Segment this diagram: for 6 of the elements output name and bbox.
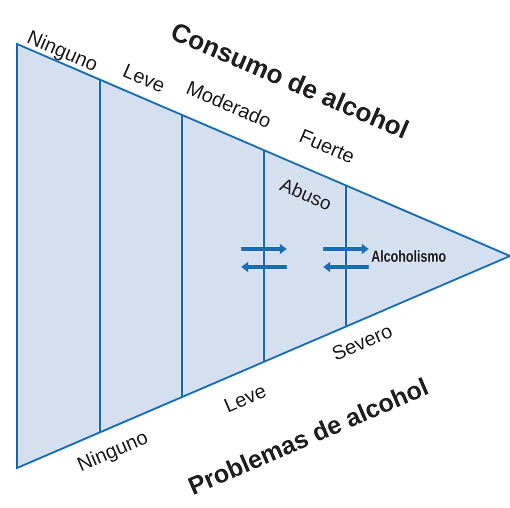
- scale-label: Leve: [122, 64, 164, 92]
- scale-label: Leve: [224, 388, 266, 412]
- band-label: Abuso: [278, 180, 330, 210]
- scale-label: Severo: [332, 328, 392, 360]
- band-label: Alcoholismo: [372, 250, 446, 262]
- triangle-band: [345, 186, 510, 326]
